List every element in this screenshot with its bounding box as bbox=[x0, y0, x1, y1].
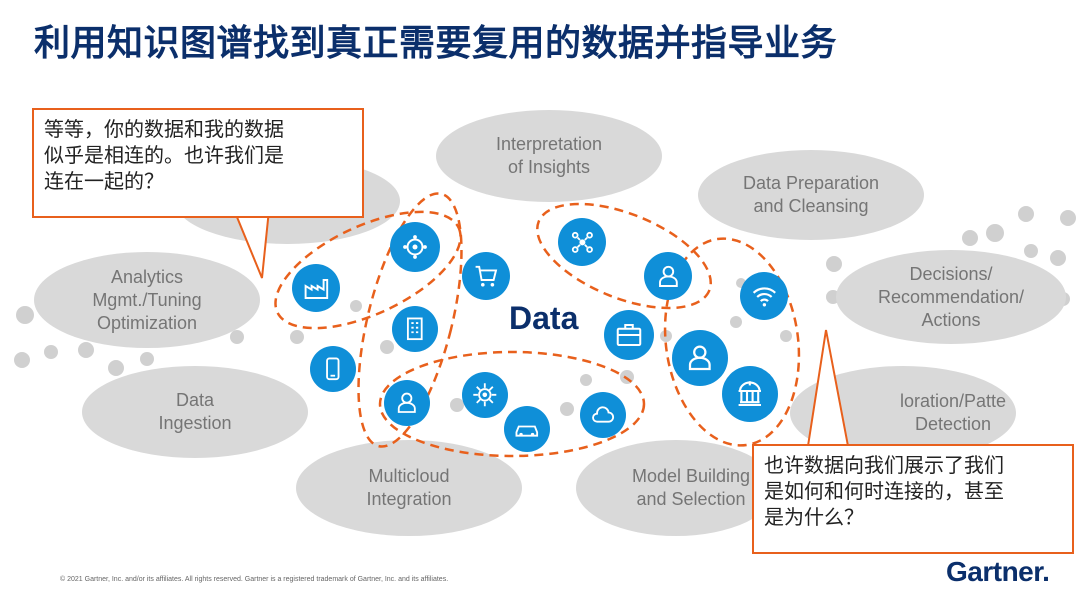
person-icon bbox=[384, 380, 430, 426]
government-building-icon bbox=[722, 366, 778, 422]
copyright-footer: © 2021 Gartner, Inc. and/or its affiliat… bbox=[60, 576, 449, 583]
ellipse-model-building: Model Building and Selection bbox=[576, 440, 776, 536]
gear-icon bbox=[462, 372, 508, 418]
briefcase-icon bbox=[604, 310, 654, 360]
slide-title: 利用知识图谱找到真正需要复用的数据并指导业务 bbox=[34, 23, 838, 64]
building-icon bbox=[392, 306, 438, 352]
ellipse-data-ingestion: Data Ingestion bbox=[82, 366, 308, 458]
ellipse-interpretation-of-insights: Interpretation of Insights bbox=[436, 110, 662, 202]
network-icon bbox=[558, 218, 606, 266]
person-icon bbox=[644, 252, 692, 300]
callout-top-left: 等等，你的数据和我的数据 似乎是相连的。也许我们是 连在一起的？ bbox=[32, 108, 364, 218]
cloud-icon bbox=[580, 392, 626, 438]
mobile-phone-icon bbox=[310, 346, 356, 392]
factory-icon bbox=[292, 264, 340, 312]
ellipse-data-preparation: Data Preparation and Cleansing bbox=[698, 150, 924, 240]
data-center-label: Data bbox=[509, 300, 579, 336]
ellipse-decisions: Decisions/ Recommendation/ Actions bbox=[836, 250, 1066, 344]
ellipse-analytics-optimization: Analytics Mgmt./Tuning Optimization bbox=[34, 252, 260, 348]
iot-hub-icon bbox=[390, 222, 440, 272]
person-icon bbox=[672, 330, 728, 386]
gartner-logo: Gartner. bbox=[946, 556, 1050, 587]
wifi-icon bbox=[740, 272, 788, 320]
ellipse-multicloud-integration: Multicloud Integration bbox=[296, 440, 522, 536]
callout-bottom-right: 也许数据向我们展示了我们 是如何和何时连接的，甚至 是为什么？ bbox=[752, 444, 1074, 554]
car-icon bbox=[504, 406, 550, 452]
shopping-cart-icon bbox=[462, 252, 510, 300]
